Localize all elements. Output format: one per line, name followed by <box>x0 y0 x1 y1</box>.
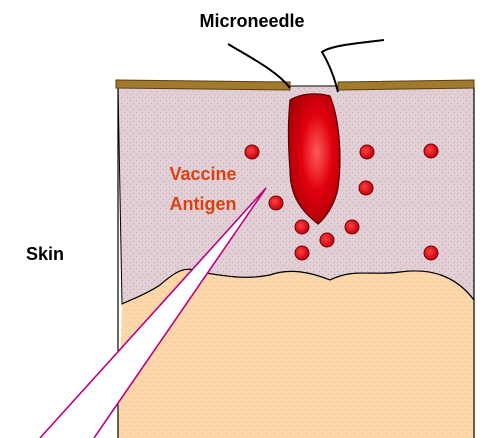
stratum-corneum <box>116 80 290 90</box>
stratum-corneum-right <box>338 80 474 90</box>
antigen-dot <box>320 233 334 247</box>
vaccine-label-line1: Vaccine <box>169 164 236 184</box>
antigen-dot <box>269 196 283 210</box>
antigen-dot <box>295 220 309 234</box>
antigen-dot <box>295 246 309 260</box>
antigen-dot <box>359 181 373 195</box>
antigen-dot <box>424 246 438 260</box>
antigen-dot <box>245 145 259 159</box>
vaccine-label-line2: Antigen <box>170 194 237 214</box>
antigen-dot <box>360 145 374 159</box>
microneedle-label: Microneedle <box>199 11 304 31</box>
skin-label: Skin <box>26 244 64 264</box>
antigen-dot <box>345 220 359 234</box>
antigen-dot <box>424 144 438 158</box>
